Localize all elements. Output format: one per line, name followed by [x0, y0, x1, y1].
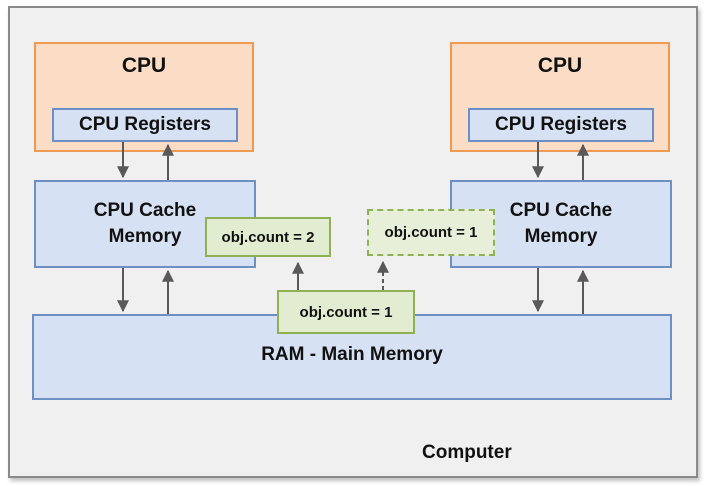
- ram-label: RAM - Main Memory: [261, 344, 443, 365]
- cpu-title-right: CPU: [537, 54, 583, 77]
- cpu-title-left: CPU: [121, 54, 167, 77]
- cpu-registers-right: CPU Registers: [468, 108, 654, 142]
- cpu-box-right: CPU CPU Registers: [450, 42, 670, 152]
- cpu-box-left: CPU CPU Registers: [34, 42, 254, 152]
- value-box-left-cache: obj.count = 2: [205, 217, 331, 257]
- value-box-right-cache: obj.count = 1: [367, 209, 495, 256]
- value-box-ram: obj.count = 1: [277, 290, 415, 334]
- cpu-registers-left: CPU Registers: [52, 108, 238, 142]
- computer-label: Computer: [422, 442, 512, 463]
